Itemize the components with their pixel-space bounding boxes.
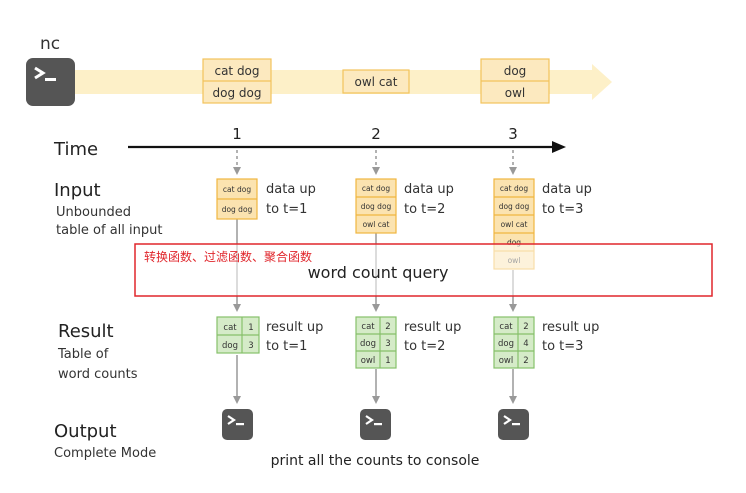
result-count: 1: [385, 356, 390, 366]
result-note: result up: [542, 320, 599, 335]
input-row: dog dog: [499, 202, 530, 211]
input-note: to t=3: [542, 202, 583, 217]
result-word: dog: [222, 341, 238, 351]
input-row: dog dog: [361, 202, 392, 211]
result-note: to t=3: [542, 339, 583, 354]
input-table: cat dog dog dog: [216, 178, 258, 220]
input-row: owl cat: [363, 220, 390, 229]
input-row: owl cat: [501, 220, 528, 229]
result-note: to t=2: [404, 339, 445, 354]
result-word: owl: [361, 356, 376, 366]
terminal-icon: [360, 409, 391, 440]
terminal-icon: [222, 409, 253, 440]
result-count: 3: [385, 339, 390, 349]
result-note: result up: [404, 320, 461, 335]
query-label: word count query: [308, 263, 449, 282]
input-subtitle: table of all input: [56, 223, 162, 238]
timeline-axis: [128, 141, 566, 153]
stream-batch: dog owl: [480, 58, 550, 104]
result-count: 2: [385, 322, 390, 332]
result-note: result up: [266, 320, 323, 335]
result-word: cat: [499, 322, 513, 332]
terminal-icon: [26, 58, 75, 106]
result-table: cat 2 dog 4 owl 2: [493, 316, 535, 369]
time-tick: 1: [232, 125, 242, 143]
input-row: dog dog: [222, 205, 253, 214]
output-subtitle: Complete Mode: [54, 446, 156, 461]
result-count: 2: [523, 322, 528, 332]
input-subtitle: Unbounded: [56, 205, 131, 220]
input-note: data up: [404, 182, 454, 197]
result-word: owl: [499, 356, 514, 366]
terminal-icon: [498, 409, 529, 440]
time-tick: 3: [508, 125, 518, 143]
stream-batch-text: dog dog: [213, 86, 262, 100]
stream-batch-text: owl cat: [355, 75, 398, 89]
result-count: 4: [523, 339, 528, 349]
result-word: dog: [360, 339, 376, 349]
stream-batch-text: cat dog: [214, 64, 259, 78]
input-row: cat dog: [362, 184, 390, 193]
result-subtitle: word counts: [58, 367, 138, 382]
input-row: dog: [507, 238, 521, 247]
time-tick: 2: [371, 125, 381, 143]
result-word: dog: [498, 339, 514, 349]
result-title: Result: [58, 321, 114, 342]
input-row: cat dog: [223, 185, 251, 194]
query-box: [134, 243, 713, 297]
result-count: 2: [523, 356, 528, 366]
input-row: cat dog: [500, 184, 528, 193]
input-note: to t=2: [404, 202, 445, 217]
result-count: 1: [248, 323, 253, 333]
input-note: to t=1: [266, 202, 307, 217]
result-subtitle: Table of: [57, 347, 109, 362]
stream-batch-text: dog: [504, 64, 527, 78]
input-table: cat dog dog dog owl cat: [355, 178, 397, 234]
result-word: cat: [223, 323, 237, 333]
stream-batch: owl cat: [342, 69, 410, 94]
result-table: cat 1 dog 3: [216, 316, 260, 354]
result-note: to t=1: [266, 339, 307, 354]
input-note: data up: [542, 182, 592, 197]
input-title: Input: [54, 180, 101, 201]
output-title: Output: [54, 421, 117, 442]
stream-batch: cat dog dog dog: [202, 58, 272, 104]
time-label: Time: [53, 139, 98, 160]
result-count: 3: [248, 341, 253, 351]
stream-batch-text: owl: [505, 86, 526, 100]
input-note: data up: [266, 182, 316, 197]
result-table: cat 2 dog 3 owl 1: [355, 316, 397, 369]
output-caption: print all the counts to console: [271, 453, 480, 469]
result-word: cat: [361, 322, 375, 332]
query-annotation: 转换函数、过滤函数、聚合函数: [144, 249, 312, 264]
source-label: nc: [40, 34, 60, 54]
